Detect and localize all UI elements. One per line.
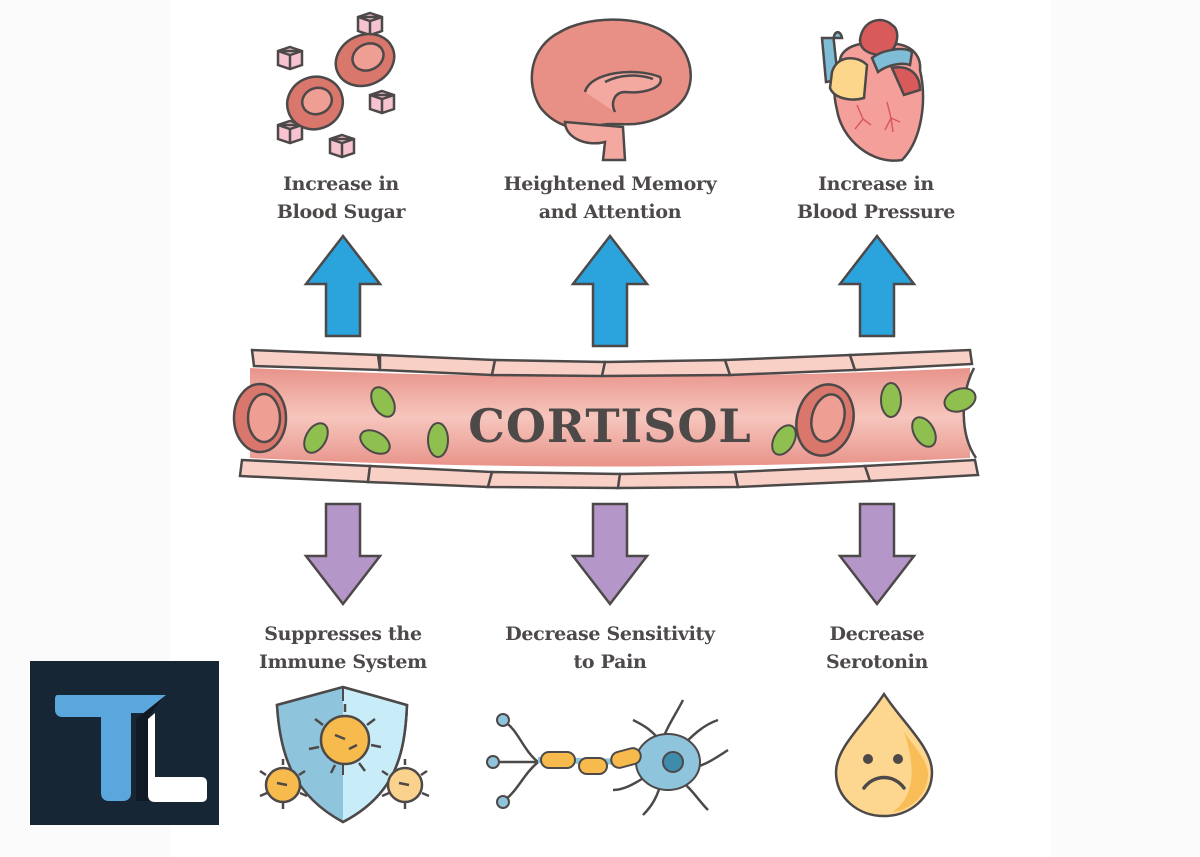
virus-icon bbox=[308, 704, 382, 774]
myelin-sheath bbox=[540, 751, 576, 769]
vessel-wall-segment bbox=[366, 464, 494, 489]
blood-vessel: CORTISOL bbox=[232, 348, 980, 490]
increase-arrow-1 bbox=[303, 233, 383, 338]
vessel-wall-segment bbox=[723, 353, 857, 377]
label-line: Blood Sugar bbox=[276, 201, 406, 223]
myelin-sheath bbox=[610, 747, 642, 769]
virus-icon bbox=[381, 759, 430, 809]
blood-cells-sugar-cubes-icon bbox=[276, 11, 396, 159]
cortisol-title: CORTISOL bbox=[468, 399, 751, 453]
vessel-wall-segment bbox=[848, 348, 974, 372]
label-line: Decrease Sensitivity bbox=[505, 623, 715, 645]
red-blood-cell-right bbox=[795, 383, 855, 457]
sugar-cube bbox=[356, 11, 384, 37]
virus-icon bbox=[259, 759, 308, 809]
vessel-wall-segment bbox=[250, 348, 382, 372]
label-line: Blood Pressure bbox=[796, 201, 955, 223]
cortisol-molecule bbox=[911, 416, 937, 448]
label-line: Increase in bbox=[283, 173, 399, 195]
vessel-wall-segment bbox=[733, 464, 872, 489]
shield-virus-icon bbox=[259, 685, 430, 824]
label-line: and Attention bbox=[538, 201, 682, 223]
cortisol-molecule bbox=[427, 422, 449, 458]
label-increase-blood-sugar: Increase in Blood Sugar bbox=[211, 170, 471, 226]
cortisol-molecule bbox=[943, 387, 977, 413]
increase-arrow-3 bbox=[837, 233, 917, 338]
label-line: Serotonin bbox=[825, 651, 929, 673]
red-blood-cell-left bbox=[232, 382, 288, 454]
label-heightened-memory: Heightened Memory and Attention bbox=[480, 170, 740, 226]
cortisol-molecule bbox=[370, 386, 396, 418]
cortisol-molecule bbox=[303, 422, 329, 454]
label-suppresses-immune: Suppresses the Immune System bbox=[213, 620, 473, 676]
label-decrease-serotonin: Decrease Serotonin bbox=[747, 620, 1007, 676]
frown bbox=[862, 775, 906, 790]
tl-logo: TL bbox=[30, 661, 219, 825]
decrease-arrow-1 bbox=[303, 502, 383, 607]
label-increase-blood-pressure: Increase in Blood Pressure bbox=[746, 170, 1006, 226]
brain-icon bbox=[530, 18, 692, 162]
sugar-cube bbox=[276, 45, 304, 71]
vessel-wall-segment bbox=[378, 353, 497, 377]
tl-logo-mark bbox=[55, 695, 207, 802]
increase-arrow-2 bbox=[570, 233, 650, 348]
label-line: Heightened Memory bbox=[503, 173, 717, 195]
heart-icon bbox=[820, 18, 925, 162]
sugar-cube bbox=[368, 89, 396, 115]
label-decrease-pain-sensitivity: Decrease Sensitivity to Pain bbox=[480, 620, 740, 676]
red-blood-cell bbox=[285, 75, 345, 131]
label-line: Immune System bbox=[259, 651, 427, 673]
vessel-wall-segment bbox=[600, 358, 732, 378]
label-line: Decrease bbox=[829, 623, 925, 645]
cortisol-molecule bbox=[880, 382, 902, 418]
vessel-wall-segment bbox=[238, 458, 372, 484]
eye bbox=[863, 754, 873, 764]
neuron-icon bbox=[486, 699, 729, 816]
label-line: to Pain bbox=[573, 651, 647, 673]
eye bbox=[893, 754, 903, 764]
decrease-arrow-3 bbox=[837, 502, 917, 607]
vessel-wall-segment bbox=[490, 358, 607, 378]
decrease-arrow-2 bbox=[570, 502, 650, 607]
myelin-sheath bbox=[578, 757, 608, 775]
vessel-wall-segment bbox=[486, 470, 622, 490]
vessel-wall-segment bbox=[863, 458, 980, 483]
label-line: Increase in bbox=[818, 173, 934, 195]
sugar-cube bbox=[328, 133, 356, 159]
label-line: Suppresses the bbox=[264, 623, 422, 645]
cortisol-molecule bbox=[359, 429, 391, 455]
sad-drop-icon bbox=[834, 691, 934, 818]
vessel-wall-segment bbox=[616, 470, 740, 490]
cortisol-molecule bbox=[771, 424, 797, 456]
red-blood-cell bbox=[334, 32, 396, 88]
